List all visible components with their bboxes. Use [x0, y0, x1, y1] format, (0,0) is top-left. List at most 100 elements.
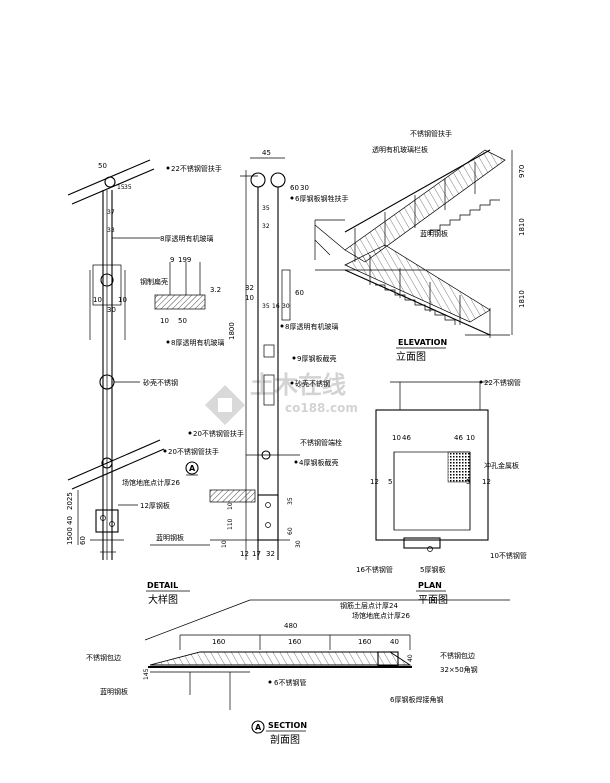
dim-35m: 35: [262, 205, 270, 212]
watermark-main: 土木在线: [250, 371, 346, 399]
dim-plan-10b: 10: [466, 434, 475, 442]
label-plan-top-pipe: 22不锈钢管: [484, 378, 521, 387]
label-pipe-handrail: 20不锈钢管扶手: [168, 447, 219, 456]
dim-1800m: 1800: [228, 322, 236, 340]
lower-flight: [344, 244, 491, 338]
dim-30cm: 30: [295, 540, 302, 548]
detail-view: 50 15 35 37 33 10 30 10 8厚透明有机玻璃 22不锈钢管扶…: [66, 159, 224, 606]
dim-sec-480: 480: [284, 622, 297, 630]
label-elev-glass: 透明有机玻璃栏板: [372, 145, 428, 154]
section-title-en: SECTION: [268, 721, 307, 730]
dim-12m: 12: [240, 550, 249, 558]
dim-91: 9: [170, 256, 174, 264]
dim-60: 60: [79, 536, 87, 545]
label-plan-plate5: 5厚钢板: [420, 565, 445, 574]
label-steel-plate: 12厚钢板: [140, 501, 170, 510]
label-sec-plate: 蓝明钢板: [100, 687, 128, 696]
dim-plan-5b: 5: [466, 478, 470, 486]
dim-sec-160b: 160: [288, 638, 301, 646]
section-title-cn: 剖面图: [270, 733, 300, 746]
label-glass-mid: 8厚透明有机玻璃: [171, 338, 224, 347]
dim-35cm: 35: [287, 497, 294, 505]
dim-60bm: 60: [295, 289, 304, 297]
label-handrail: 22不锈钢管扶手: [171, 164, 222, 173]
section-marker-a-top: A: [185, 461, 199, 476]
dim-35bm: 35: [262, 303, 270, 310]
label-sec-edge-right: 不锈钢包边: [440, 651, 475, 660]
lower-handrail: [67, 439, 165, 490]
watermark: 土木在线 co188.com: [205, 371, 358, 425]
dim-10bm: 10: [227, 502, 234, 510]
label-sec-edge-left: 不锈钢包边: [86, 653, 121, 662]
dim-15: 15: [117, 184, 125, 191]
label-sec-angle: 32×50角钢: [440, 665, 478, 674]
top-handrail: [67, 159, 155, 205]
dim-2025: 2025: [66, 492, 74, 510]
label-finish: 场馆地底点计厚26: [122, 478, 180, 487]
label-steel-flat: 钢制扁壳: [140, 277, 168, 286]
elevation-title-cn: 立面图: [396, 350, 426, 363]
dim-35: 35: [124, 184, 132, 191]
dim-sec-145: 145: [143, 668, 150, 680]
label-sanding: 砂壳不锈钢: [143, 378, 178, 387]
dim-60m: 60: [290, 184, 299, 192]
label-sec-concrete: 钢筋土层点计厚24: [340, 601, 398, 610]
label-pipe20: 20不锈钢管扶手: [193, 429, 244, 438]
dim-sec-160a: 160: [212, 638, 225, 646]
dim-10b: 10: [118, 296, 127, 304]
svg-text:A: A: [255, 723, 262, 732]
label-glass-a: 8厚透明有机玻璃: [285, 322, 338, 331]
dim-10m: 10: [245, 294, 254, 302]
dim-32m: 32: [262, 223, 270, 230]
dim-37: 37: [107, 209, 115, 216]
section-marker-a: A: [251, 720, 265, 734]
label-glass-top: 8厚透明有机玻璃: [160, 234, 213, 243]
dim-sec-160c: 160: [358, 638, 371, 646]
label-plan-pipe10: 10不锈钢管: [490, 551, 527, 560]
dim-plan-10: 10: [392, 434, 401, 442]
dim-1810b: 1810: [518, 290, 526, 308]
dim-plan-46b: 46: [454, 434, 463, 442]
dim-199: 199: [178, 256, 191, 264]
dim-30: 30: [107, 306, 116, 314]
dim-33: 33: [107, 227, 115, 234]
dim-plan-12b: 12: [482, 478, 491, 486]
plan-title-en: PLAN: [418, 581, 442, 590]
dim-40: 40: [66, 516, 74, 525]
dim-30m: 30: [300, 184, 309, 192]
label-elev-handrail: 不锈钢管扶手: [410, 129, 452, 138]
dim-plan-46a: 46: [402, 434, 411, 442]
elevation-title-en: ELEVATION: [398, 338, 447, 347]
post-base: [150, 489, 290, 546]
detail-title-en: DETAIL: [147, 581, 178, 590]
label-sec-pipe6: 6不锈钢管: [274, 678, 306, 687]
plan-view: 22不锈钢管 冲孔金属板 10不锈钢管 16不锈钢管 5厚钢板 10 46 46…: [356, 378, 527, 606]
dim-970: 970: [518, 165, 526, 178]
label-plate4: 4厚钢板截壳: [299, 458, 338, 467]
dim-plan-5a: 5: [388, 478, 392, 486]
dim-32cm: 32: [266, 550, 275, 558]
dim-10c: 10: [160, 317, 169, 325]
dim-32b: 32: [245, 284, 254, 292]
dim-110m: 110: [227, 518, 234, 530]
label-embed: 蓝明钢板: [156, 533, 184, 542]
label-sec-finish: 场馆地底点计厚26: [352, 611, 410, 620]
dim-30bm: 30: [282, 303, 290, 310]
label-plan-plate: 冲孔金属板: [484, 461, 519, 470]
watermark-sub: co188.com: [285, 401, 358, 415]
dim-plan-12a: 12: [370, 478, 379, 486]
watermark-logo-icon: [205, 385, 245, 425]
dim-sec-40: 40: [390, 638, 399, 646]
label-sanding-m: 砂壳不锈钢: [295, 379, 330, 388]
section-view: 480 160 160 160 40 40 145 钢筋土层点计厚24 场馆地底…: [86, 599, 510, 746]
post-section-view: 45 60 30 35 32 6厚钢板钢牲扶手 32 10 60 35 16 3…: [150, 149, 348, 560]
label-sec-plate6: 6厚钢板焊接角钢: [390, 695, 443, 704]
label-bracket: 6厚钢板钢牲扶手: [295, 194, 348, 203]
dim-50a: 50: [98, 162, 107, 170]
dim-45: 45: [262, 149, 271, 157]
label-plan-pipe16: 16不锈钢管: [356, 565, 393, 574]
svg-text:A: A: [189, 464, 196, 473]
dim-32a: 3.2: [210, 286, 221, 294]
detail-base: [90, 509, 124, 553]
